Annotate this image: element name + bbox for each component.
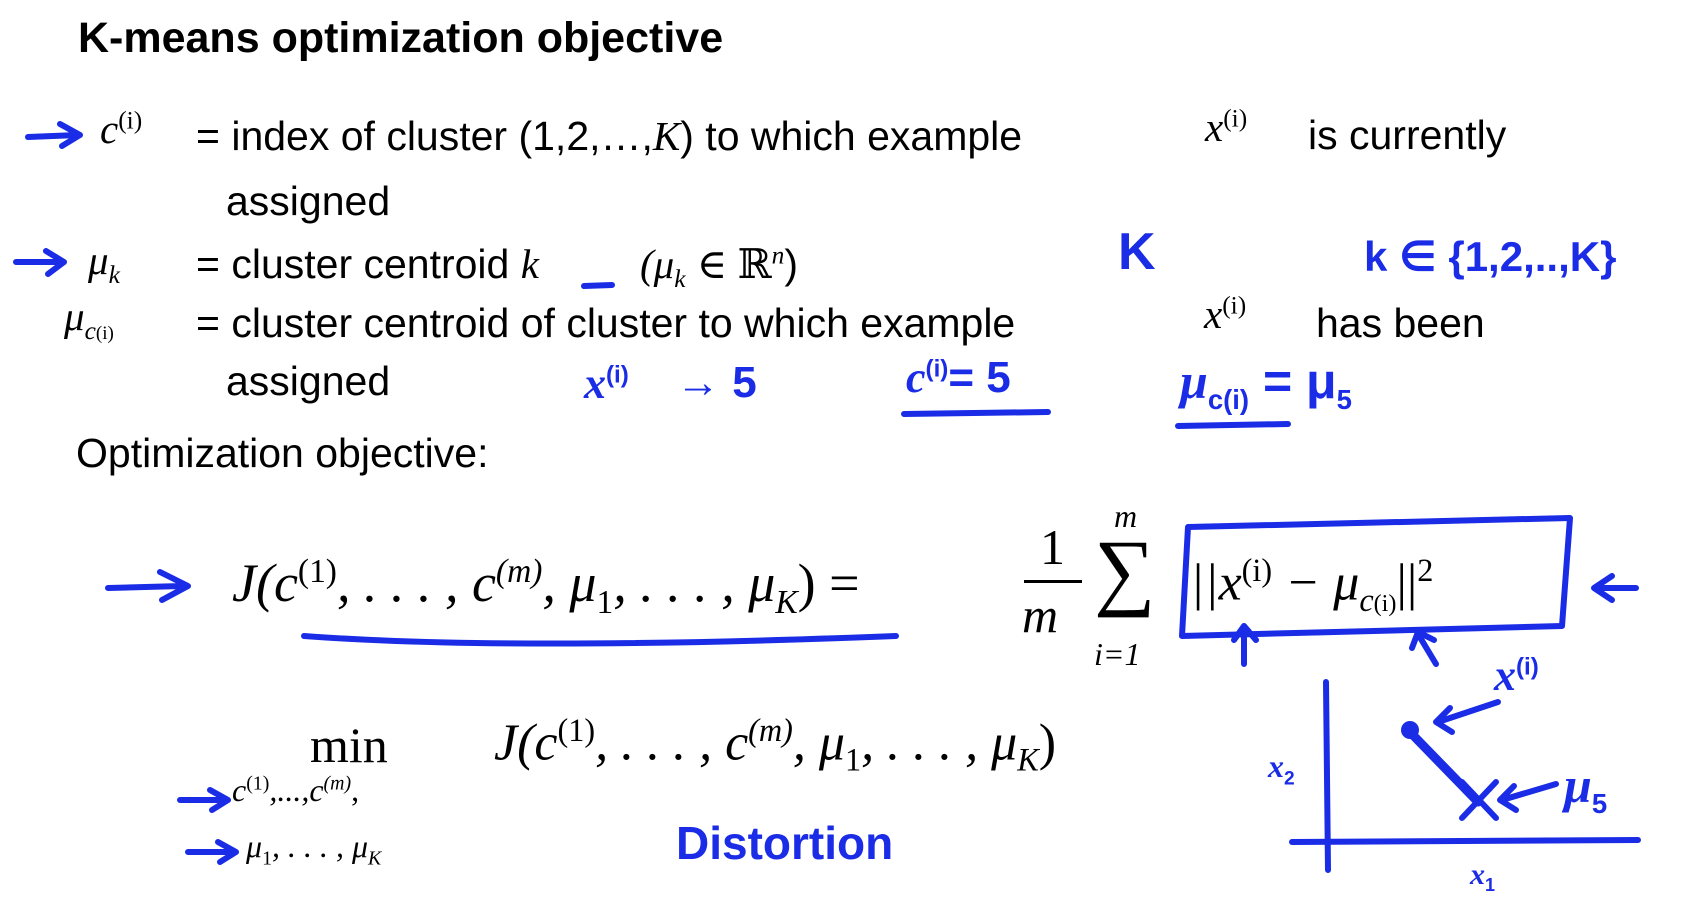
c-eq-underline bbox=[901, 409, 1051, 417]
slide-title: K-means optimization objective bbox=[78, 14, 724, 62]
arrow-icon bbox=[25, 121, 83, 149]
distance-term: ||x(i) − μc(i)||2 bbox=[1190, 552, 1434, 618]
def-c-text: = index of cluster (1,2,…,K) to which ex… bbox=[196, 113, 1023, 159]
sum-lower-limit: i=1 bbox=[1094, 636, 1141, 672]
ink-c-eq: c(i)= 5 bbox=[906, 353, 1011, 402]
def-c-continuation: assigned bbox=[226, 178, 391, 224]
data-point bbox=[1401, 721, 1419, 739]
arrow-icon bbox=[177, 787, 231, 813]
min-subscript-c: c(1),...,c(m), bbox=[232, 772, 360, 808]
sum-upper-limit: m bbox=[1114, 498, 1138, 534]
def-muc-x: x(i) bbox=[1204, 291, 1247, 337]
ink-axis-x2: x2 bbox=[1268, 748, 1295, 790]
arrow-icon bbox=[1409, 629, 1439, 667]
arrow-icon bbox=[1231, 623, 1259, 667]
min-subscript-mu: μ1, . . . , μK bbox=[246, 828, 382, 870]
arrow-icon bbox=[1497, 781, 1559, 813]
mu-eq-underline bbox=[1175, 421, 1291, 429]
ink-axis-x1: x1 bbox=[1470, 858, 1496, 895]
ink-plot-centroid-label: μ5 bbox=[1564, 757, 1608, 819]
def-muc-text: = cluster centroid of cluster to which e… bbox=[196, 300, 1016, 346]
arrow-icon bbox=[1433, 699, 1501, 735]
fraction-numerator: 1 bbox=[1040, 519, 1065, 575]
objective-lhs: J(c(1), . . . , c(m), μ1, . . . , μK) = bbox=[232, 553, 860, 621]
sum-sigma: ∑ bbox=[1094, 522, 1156, 618]
def-mu-text: = cluster centroid k bbox=[196, 241, 539, 287]
k-underline bbox=[581, 282, 615, 289]
ink-mu-eq: μc(i) = μ5 bbox=[1180, 353, 1352, 415]
fraction-bar bbox=[1024, 580, 1082, 583]
ink-distortion: Distortion bbox=[676, 817, 894, 869]
ink-arrow-five: → 5 bbox=[676, 358, 757, 407]
def-mu-symbol: μk bbox=[88, 237, 120, 290]
plot-x-axis bbox=[1289, 837, 1641, 845]
parameters-underline bbox=[301, 633, 899, 647]
arrow-icon bbox=[105, 569, 191, 603]
centroid-cross bbox=[1459, 779, 1499, 821]
min-expression: J(c(1), . . . , c(m), μ1, . . . , μK) bbox=[494, 712, 1057, 778]
ink-plot-point-label: x(i) bbox=[1494, 651, 1539, 700]
min-operator: min bbox=[310, 717, 388, 773]
ink-k-set: k ∈ {1,2,..,K} bbox=[1364, 233, 1617, 280]
objective-label: Optimization objective: bbox=[76, 430, 489, 476]
def-muc-symbol: μc(i) bbox=[64, 293, 114, 346]
arrow-icon bbox=[1591, 573, 1639, 603]
ink-K-note: K bbox=[1118, 223, 1156, 281]
def-muc-text-end: has been bbox=[1316, 300, 1485, 346]
def-c-x: x(i) bbox=[1205, 104, 1248, 150]
def-mu-paren: (μk ∈ ℝn) bbox=[640, 241, 798, 294]
distance-box bbox=[1179, 515, 1573, 639]
def-c-text-end: is currently bbox=[1308, 112, 1507, 158]
arrow-icon bbox=[185, 839, 239, 865]
def-c-symbol: c(i) bbox=[100, 106, 143, 152]
plot-y-axis bbox=[1323, 679, 1331, 873]
fraction-denominator: m bbox=[1022, 587, 1059, 643]
def-muc-continuation: assigned bbox=[226, 358, 391, 404]
ink-x-arrow: x(i) bbox=[584, 359, 629, 408]
arrow-icon bbox=[13, 248, 67, 277]
